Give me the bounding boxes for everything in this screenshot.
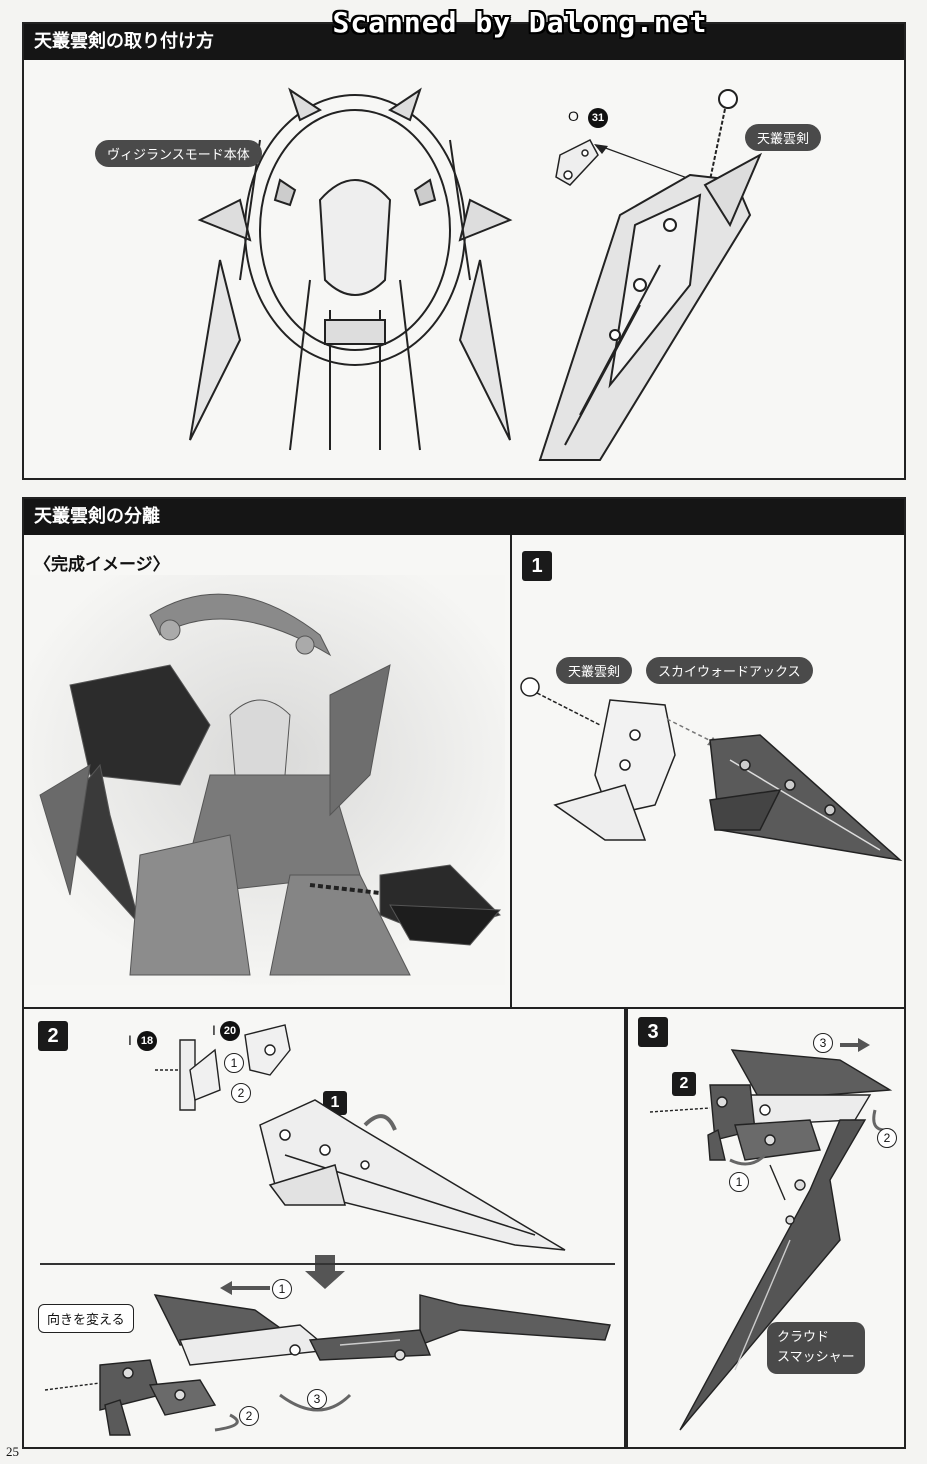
step2-slide-arrow [220, 1281, 270, 1295]
panel-divider [510, 535, 512, 1010]
label-vigilance-mode-body: ヴィジランスモード本体 [95, 140, 262, 167]
scan-watermark: Scanned by Dalong.net [332, 6, 708, 39]
step-1-number: 1 [522, 551, 552, 581]
section-title: 天叢雲剣の取り付け方 [24, 24, 904, 60]
step2-order-2: 2 [231, 1083, 251, 1103]
part-a-runner-letter: I [128, 1032, 132, 1048]
part-a-number: 18 [137, 1031, 157, 1051]
part-b-number: 20 [220, 1021, 240, 1041]
section-title-separate: 天叢雲剣の分離 [24, 499, 904, 535]
step2-order-3: 3 [307, 1389, 327, 1409]
complete-image-photo [30, 575, 505, 985]
step3-order-1: 1 [729, 1172, 749, 1192]
step2-order-1: 1 [224, 1053, 244, 1073]
complete-image-heading: 〈完成イメージ〉 [34, 555, 170, 575]
step2-order-2b: 2 [239, 1406, 259, 1426]
step2-order-1b: 1 [272, 1279, 292, 1299]
label-cloud-smasher: クラウド スマッシャー [767, 1322, 865, 1374]
label-sword-step1: 天叢雲剣 [556, 657, 633, 684]
part-b-runner-letter: I [212, 1022, 216, 1038]
step-3-number: 3 [638, 1017, 668, 1047]
label-cloud-smasher-line1: クラウド [777, 1330, 830, 1345]
step3-slide-arrow [840, 1038, 870, 1052]
ame-no-murakumo-sword-illustration [538, 89, 763, 461]
part-runner-letter: O [568, 108, 579, 124]
label-cloud-smasher-line2: スマッシャー [777, 1350, 855, 1365]
step3-order-3: 3 [813, 1033, 833, 1053]
label-skyward-axe: スカイウォードアックス [646, 657, 813, 684]
step2-sword-illustration [259, 1099, 566, 1251]
step3-cloud-smasher-illustration [649, 1049, 893, 1431]
step2-divider-line [40, 1263, 615, 1265]
label-ame-no-murakumo: 天叢雲剣 [745, 124, 822, 151]
step1-skyward-axe-illustration [709, 734, 903, 862]
step2-separated-illustration [44, 1294, 611, 1436]
step-2-number: 2 [38, 1021, 68, 1051]
part-number-badge: 31 [588, 108, 608, 128]
step3-ref-step-2: 2 [672, 1072, 696, 1096]
label-change-direction: 向きを変える [38, 1304, 134, 1333]
step3-order-2: 2 [877, 1128, 897, 1148]
section-attach-sword: 天叢雲剣の取り付け方 [22, 22, 906, 480]
step2-parts-illustration [155, 1024, 291, 1111]
page-number: 25 [6, 1444, 19, 1459]
part-31-piece [555, 139, 599, 186]
vigilance-mode-body-illustration [189, 87, 513, 451]
step1-sword-handle-illustration [520, 677, 676, 841]
